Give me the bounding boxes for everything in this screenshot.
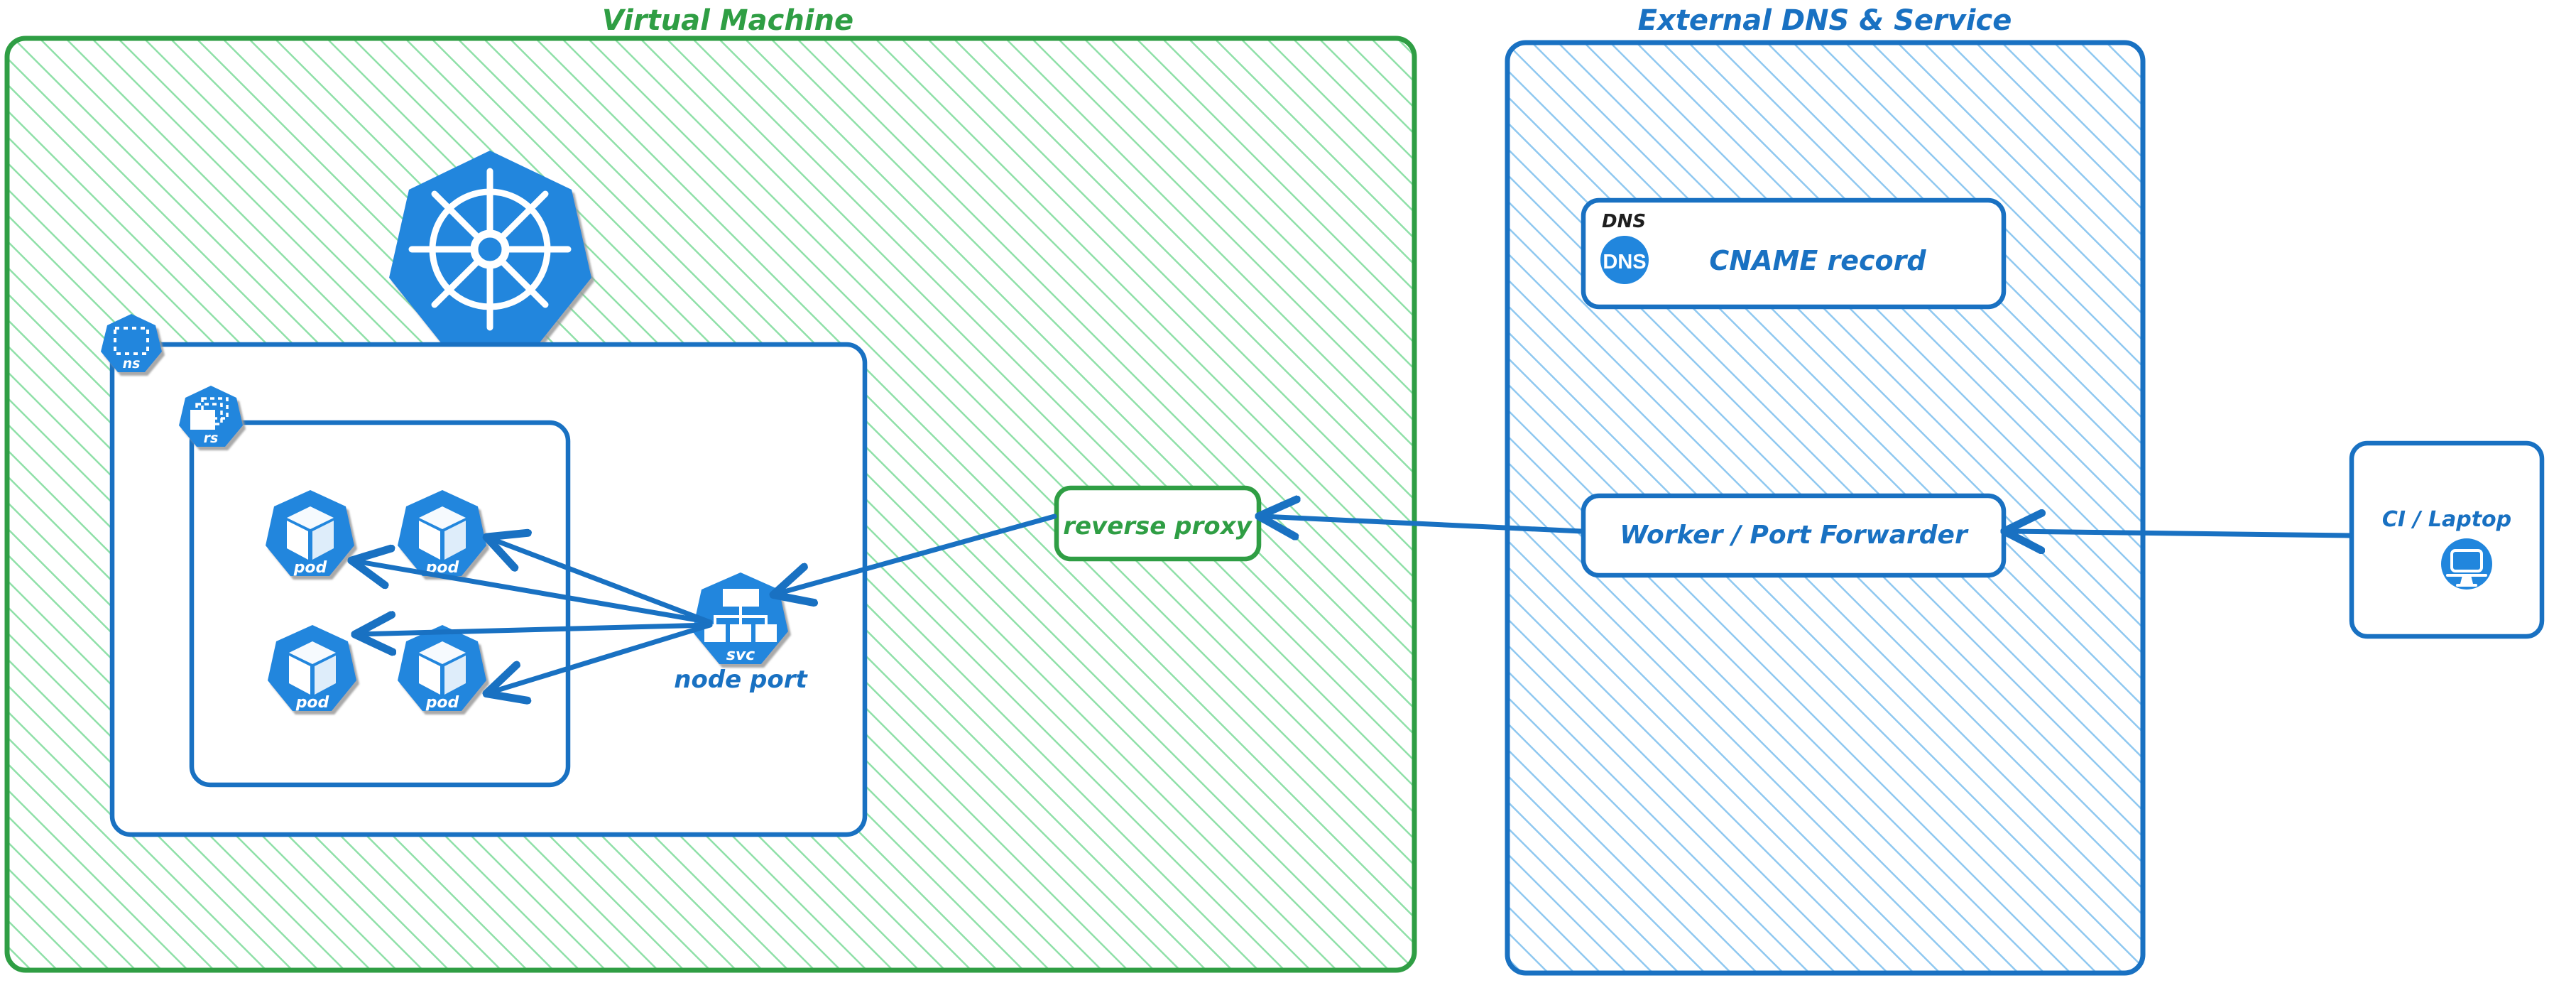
virtual-machine-title: Virtual Machine: [602, 4, 853, 37]
ci-laptop-to-worker-arrow: [2008, 531, 2352, 536]
external-dns-service-title: External DNS & Service: [1638, 4, 2012, 37]
pod-cube-icon: [419, 641, 466, 695]
svc-to-pod-2-arrow: [490, 538, 713, 625]
svc-to-pod-4-arrow: [490, 622, 713, 693]
worker-card[interactable]: Worker / Port Forwarder: [1581, 493, 2007, 578]
svc-to-pod-1-arrow: [355, 561, 713, 625]
external-dns-service-container: External DNS & Service: [1505, 4, 2146, 976]
dns-card[interactable]: DNS DNS CNAME record: [1581, 197, 2007, 310]
service-hierarchy-icon: [704, 589, 777, 642]
dns-card-title: CNAME record: [1709, 245, 1926, 276]
pod-cube-icon: [289, 641, 336, 695]
pod-3-label: pod: [295, 694, 329, 712]
pod-2: pod: [398, 490, 486, 577]
svc-to-pod-3-arrow: [359, 625, 713, 634]
dns-card-frame[interactable]: [1581, 197, 2007, 310]
ci-laptop-card[interactable]: CI / Laptop: [2349, 440, 2545, 639]
ci-laptop-label: CI / Laptop: [2382, 507, 2511, 532]
ci-laptop-frame[interactable]: [2349, 440, 2545, 639]
pod-cube-icon: [419, 506, 466, 560]
pod-3-heptagon: [268, 625, 356, 711]
desktop-monitor-icon: [2441, 538, 2492, 590]
worker-card-label: Worker / Port Forwarder: [1620, 521, 1969, 550]
dns-card-tag: DNS: [1602, 211, 1646, 232]
service-node: svc: [692, 572, 788, 664]
kubernetes-helm-icon: [408, 168, 572, 331]
namespace-badge-label: ns: [123, 356, 141, 371]
pod-1: pod: [266, 490, 354, 577]
replicaset-badge: rs: [179, 386, 243, 447]
replicaset-badge-label: rs: [204, 430, 219, 446]
reverse-proxy-label: reverse proxy: [1063, 512, 1252, 541]
kubernetes-logo: [389, 151, 591, 348]
pod-4-label: pod: [425, 694, 459, 712]
service-to-pods-arrows: [355, 538, 713, 693]
replicaset-box: [189, 420, 571, 788]
replicaset-stacked-boxes-icon: [190, 397, 229, 430]
pod-2-heptagon: [398, 490, 486, 576]
namespace-dashed-square-icon: [114, 327, 149, 355]
node-port-caption: node port: [674, 666, 808, 694]
dns-circle-icon: [1600, 236, 1649, 284]
pod-4: pod: [398, 625, 486, 712]
reverse-proxy-box: reverse proxy: [1054, 485, 1262, 562]
pod-1-label: pod: [293, 559, 327, 577]
namespace-badge: ns: [101, 314, 162, 372]
service-badge-label: svc: [726, 646, 755, 664]
pod-3: pod: [268, 625, 356, 712]
worker-to-reverse-proxy-arrow: [1262, 516, 1585, 531]
pod-4-heptagon: [398, 625, 486, 711]
replicaset-box-frame: [189, 420, 571, 788]
pod-cube-icon: [287, 506, 334, 560]
dns-badge-label: DNS: [1603, 251, 1646, 273]
pod-1-heptagon: [266, 490, 354, 576]
reverse-proxy-to-service-arrow: [777, 514, 1057, 594]
